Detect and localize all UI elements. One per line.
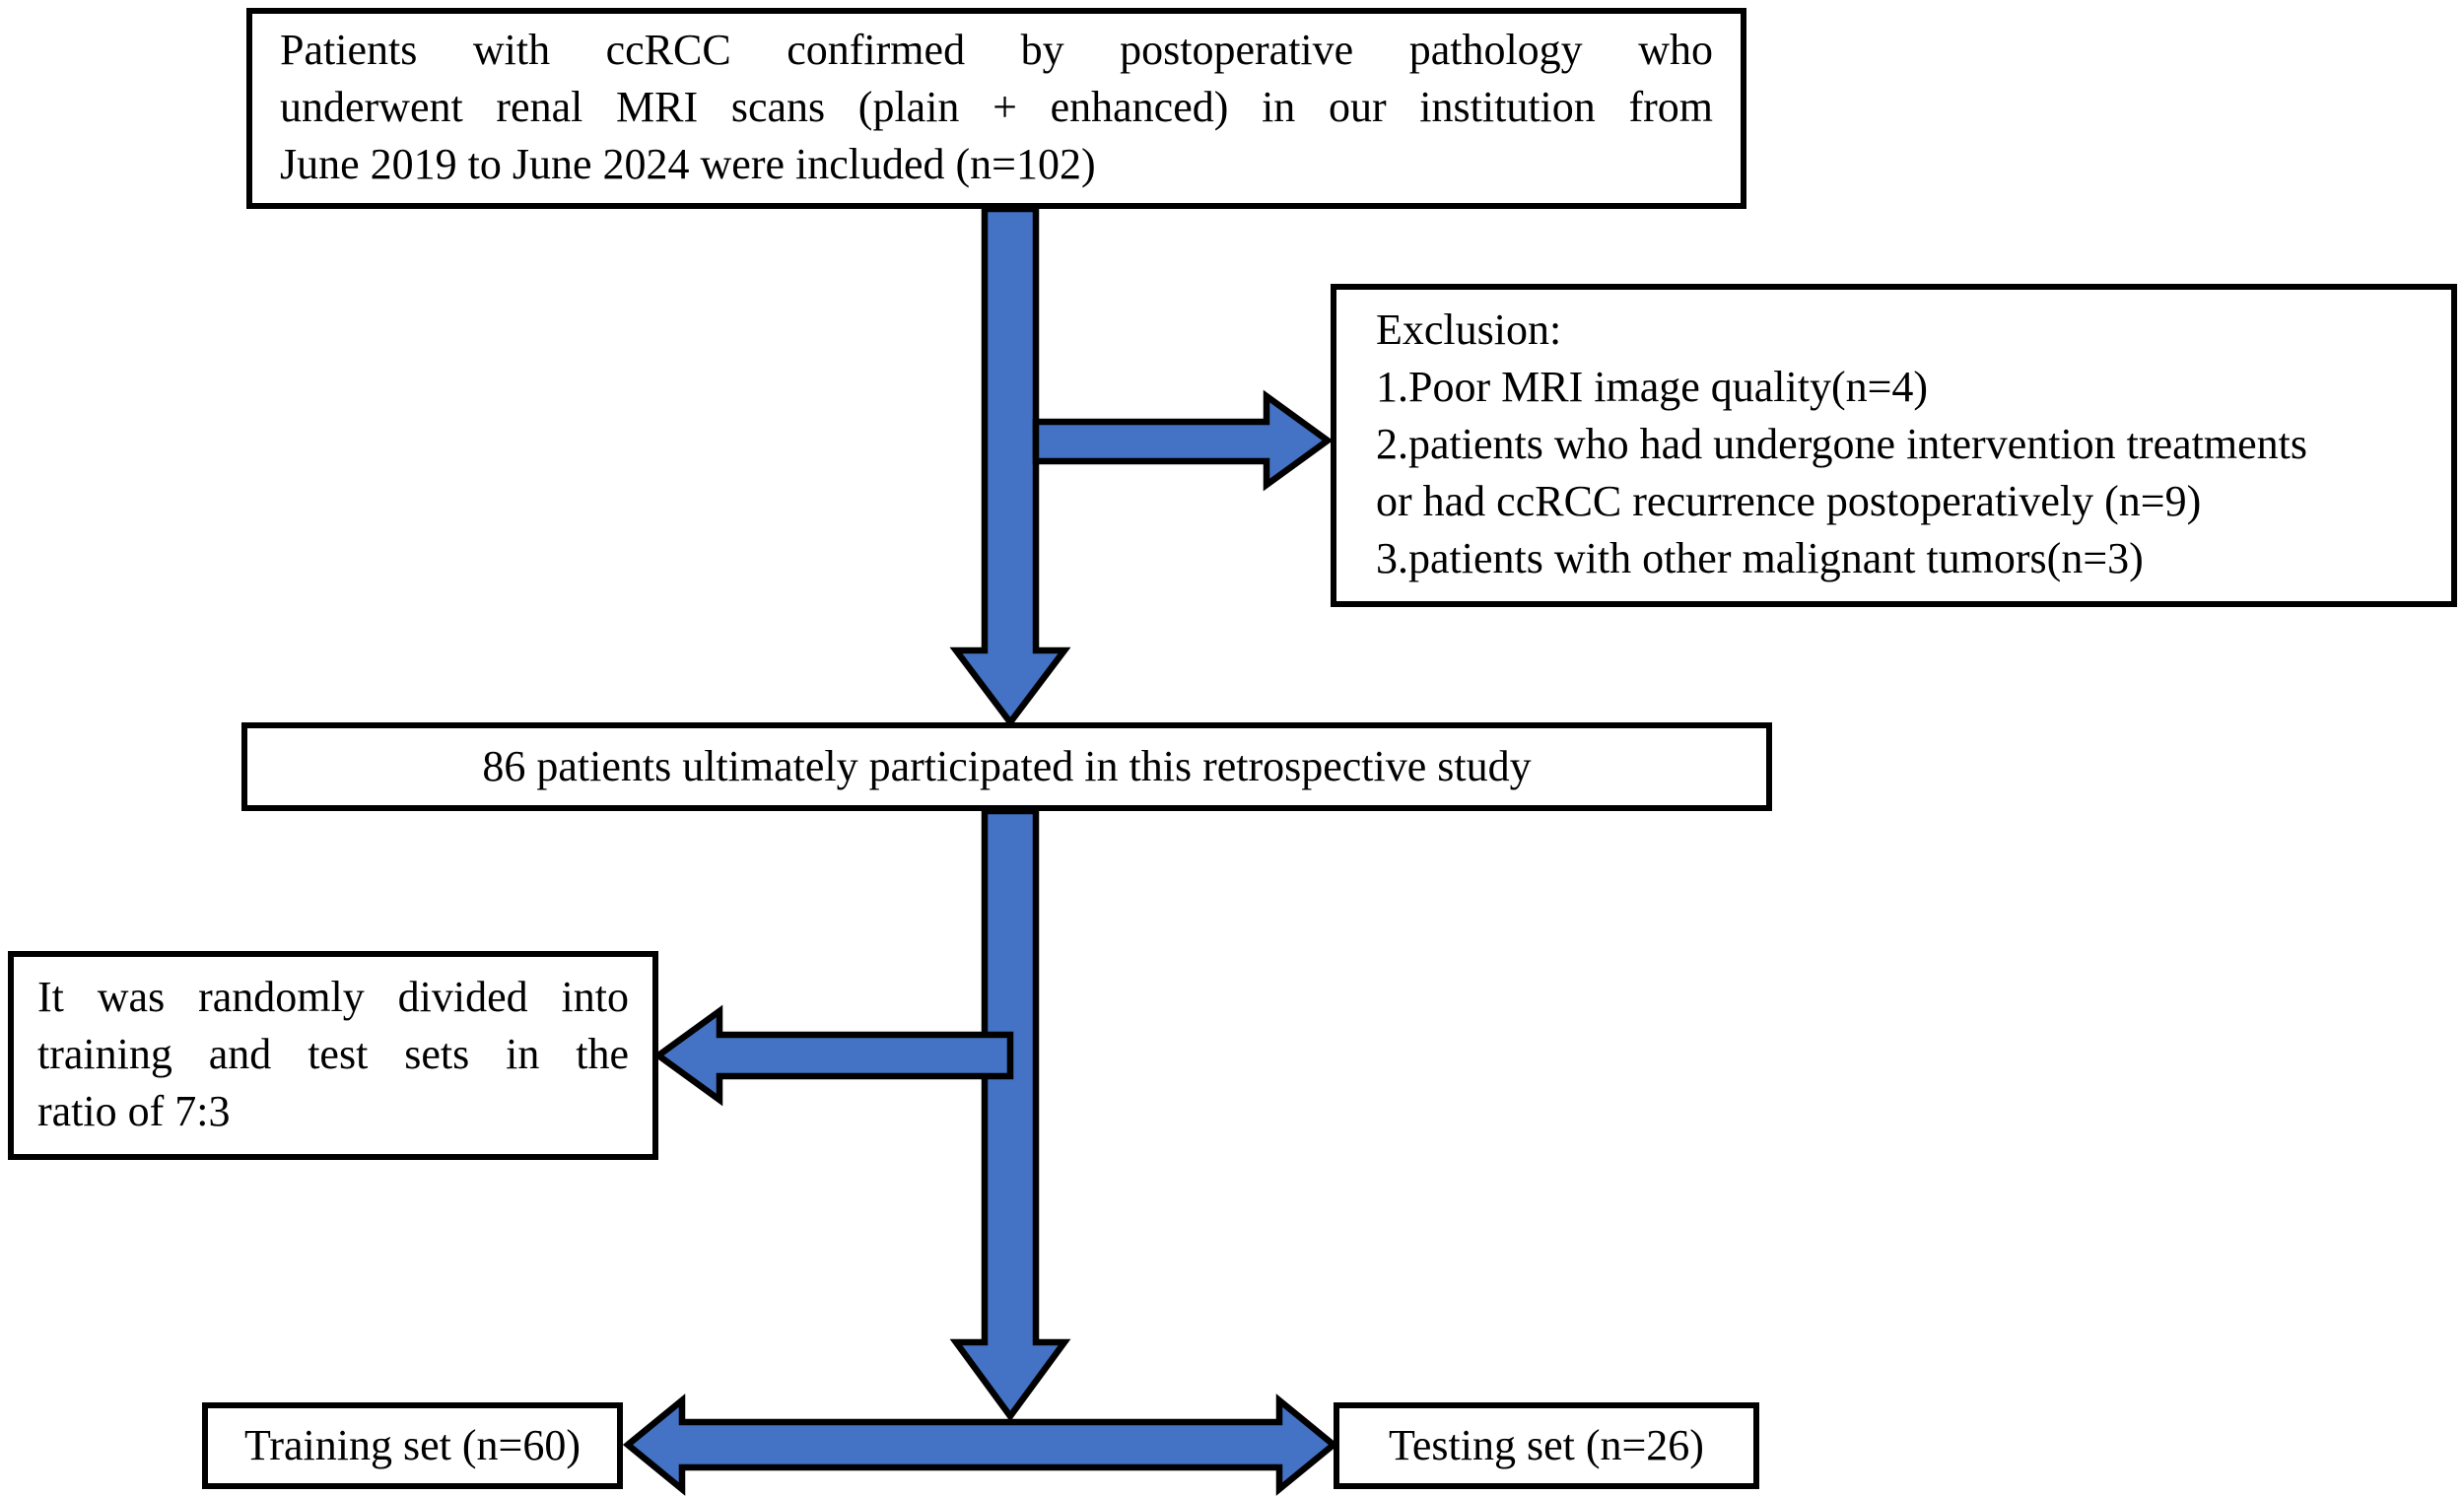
split-line-1: It was randomly divided into <box>37 973 629 1021</box>
split-line-3: ratio of 7:3 <box>37 1087 231 1135</box>
inclusion-line-3: June 2019 to June 2024 were included (n=… <box>280 140 1096 188</box>
exclusion-item-3: 3.patients with other malignant tumors(n… <box>1376 534 2144 582</box>
exclusion-item-2-line-2: or had ccRCC recurrence postoperatively … <box>1376 477 2202 525</box>
random-split-box: It was randomly divided into training an… <box>8 951 658 1160</box>
inclusion-criteria-box: Patients with ccRCC confirmed by postope… <box>246 8 1746 209</box>
testing-set-text: Testing set (n=26) <box>1389 1421 1704 1469</box>
exclusion-item-2-line-1: 2.patients who had undergone interventio… <box>1376 420 2307 468</box>
inclusion-line-2: underwent renal MRI scans (plain + enhan… <box>280 83 1713 131</box>
participants-box: 86 patients ultimately participated in t… <box>241 722 1772 811</box>
training-set-box: Training set (n=60) <box>202 1402 623 1489</box>
arrow-to-split-box-icon <box>652 1004 1014 1107</box>
arrow-inclusion-to-participants-icon <box>949 205 1071 728</box>
inclusion-line-1: Patients with ccRCC confirmed by postope… <box>280 26 1713 74</box>
exclusion-title: Exclusion: <box>1376 306 1562 354</box>
arrow-training-testing-icon <box>622 1394 1339 1496</box>
exclusion-criteria-box: Exclusion: 1.Poor MRI image quality(n=4)… <box>1331 284 2457 607</box>
testing-set-box: Testing set (n=26) <box>1334 1402 1759 1489</box>
exclusion-item-1: 1.Poor MRI image quality(n=4) <box>1376 363 1929 411</box>
split-line-2: training and test sets in the <box>37 1030 629 1078</box>
participants-text: 86 patients ultimately participated in t… <box>482 742 1532 790</box>
arrow-participants-to-bottom-icon <box>949 807 1071 1422</box>
arrow-to-exclusion-icon <box>1032 389 1334 492</box>
training-set-text: Training set (n=60) <box>244 1421 581 1469</box>
